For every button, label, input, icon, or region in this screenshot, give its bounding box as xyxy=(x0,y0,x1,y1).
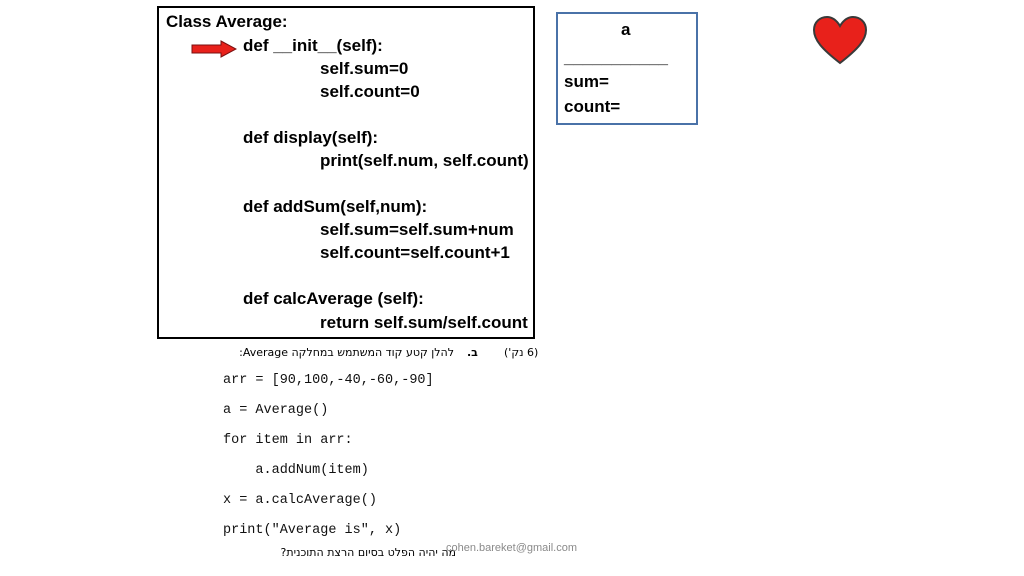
question-intro: להלן קטע קוד המשתמש במחלקה Average: xyxy=(239,346,454,359)
object-field-sum: sum= xyxy=(564,72,609,91)
code-line-for: for item in arr: xyxy=(223,433,353,448)
code-line-calc: x = a.calcAverage() xyxy=(223,493,377,508)
code-line-instance: a = Average() xyxy=(223,403,329,418)
addsum-line-sum: self.sum=self.sum+num xyxy=(320,220,514,239)
object-state-box xyxy=(556,12,698,125)
class-definition-box xyxy=(157,6,535,339)
calcaverage-def: def calcAverage (self): xyxy=(243,289,424,308)
object-name: a xyxy=(621,20,631,39)
object-underline: ___________ xyxy=(564,48,669,67)
init-line-sum: self.sum=0 xyxy=(320,59,409,78)
addsum-def: def addSum(self,num): xyxy=(243,197,428,216)
question-prompt: מה יהיה הפלט בסיום הרצת התוכנית? xyxy=(280,546,456,559)
display-line-print: print(self.num, self.count) xyxy=(320,151,529,170)
class-header: Class Average: xyxy=(166,12,288,31)
init-line-count: self.count=0 xyxy=(320,82,420,101)
code-line-arr: arr = [90,100,-40,-60,-90] xyxy=(223,373,434,388)
init-def: def __init__(self): xyxy=(243,36,383,55)
question-points: (6 נק') xyxy=(504,346,539,359)
code-line-addnum: a.addNum(item) xyxy=(223,463,369,478)
code-line-print: print("Average is", x) xyxy=(223,523,402,538)
calcaverage-line-return: return self.sum/self.count xyxy=(320,313,528,332)
footer-email: cohen.bareket@gmail.com xyxy=(446,542,578,554)
question-letter: ב. xyxy=(467,346,478,359)
display-def: def display(self): xyxy=(243,128,379,147)
object-field-count: count= xyxy=(564,97,621,116)
red-arrow-icon xyxy=(191,40,237,58)
addsum-line-count: self.count=self.count+1 xyxy=(320,243,510,262)
heart-icon xyxy=(812,16,868,65)
